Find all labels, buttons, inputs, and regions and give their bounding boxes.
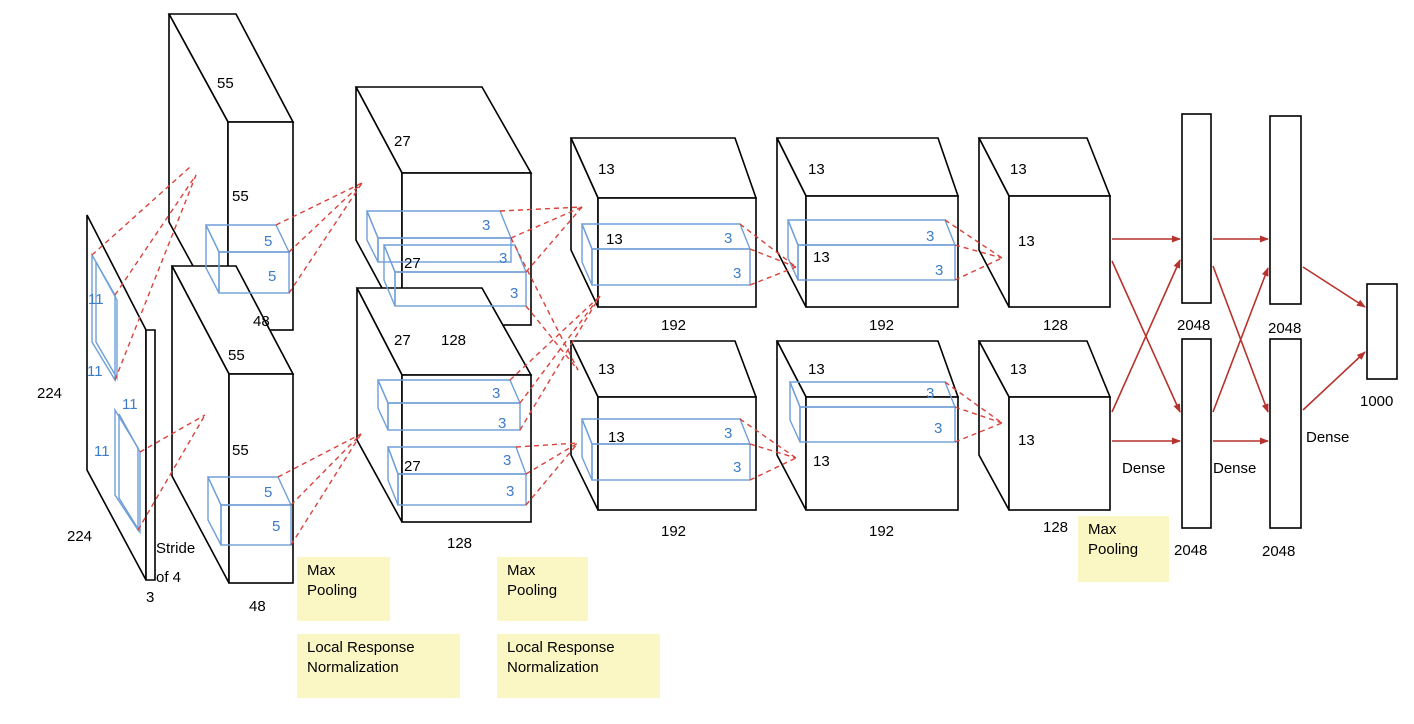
conv3-top-volume: [569, 137, 758, 308]
conv4-top-size-label-2: 13: [813, 249, 830, 266]
conv3-top-size-label-2: 13: [606, 231, 623, 248]
conv2-kernel-label-5: 3: [498, 415, 506, 432]
conv3-kernel-label-2: 3: [733, 265, 741, 282]
conv5-bottom-size-label-2: 13: [1018, 432, 1035, 449]
conv2-top-size-label-3: 27: [394, 332, 411, 349]
conv2-kernel-label-1: 3: [482, 217, 490, 234]
conv1-top-depth-label: 48: [253, 313, 270, 330]
stride-label-line2: of 4: [156, 569, 181, 586]
conv4-bottom-size-label-2: 13: [813, 453, 830, 470]
conv3-top-size-label: 13: [598, 161, 615, 178]
conv5-top-size-label: 13: [1010, 161, 1027, 178]
conv3-bottom-size-label: 13: [598, 361, 615, 378]
dense1-top-size-label: 2048: [1177, 317, 1210, 334]
conv5-top-size-label-2: 13: [1018, 233, 1035, 250]
conv2-top-size-label-2: 27: [404, 255, 421, 272]
conv2-kernel-label-3: 3: [510, 285, 518, 302]
conv4-kernel-label-2: 3: [935, 262, 943, 279]
dense2-top-layer: [1269, 115, 1302, 305]
conv4-kernel-label-4: 3: [934, 420, 942, 437]
input-volume: [86, 214, 156, 581]
input-width-label: 224: [67, 528, 92, 545]
conv2-top-size-label: 27: [394, 133, 411, 150]
dense2-top-size-label: 2048: [1268, 320, 1301, 337]
dense1-bottom-size-label: 2048: [1174, 542, 1207, 559]
conv1-bottom-size-label: 55: [228, 347, 245, 364]
conv4-top-size-label: 13: [808, 161, 825, 178]
note-max-pooling-1: Max Pooling: [297, 557, 390, 621]
conv1-bottom-kernel-label-1: 5: [264, 484, 272, 501]
output-size-label: 1000: [1360, 393, 1393, 410]
conv4-bottom-size-label: 13: [808, 361, 825, 378]
conv3-bottom-size-label-2: 13: [608, 429, 625, 446]
stride-label-line1: Stride: [156, 540, 195, 557]
conv1-top-kernel-label-1: 5: [264, 233, 272, 250]
conv3-top-depth-label: 192: [661, 317, 686, 334]
conv5-top-volume: [977, 137, 1112, 308]
dense1-bottom-layer: [1181, 338, 1212, 529]
dense-label-1: Dense: [1122, 460, 1165, 477]
conv3-kernel-label-1: 3: [724, 230, 732, 247]
conv1-bottom-volume: [170, 265, 295, 584]
conv4-bottom-volume: [775, 340, 960, 511]
conv3-kernel-label-3: 3: [724, 425, 732, 442]
dense-label-3: Dense: [1306, 429, 1349, 446]
conv4-bottom-depth-label: 192: [869, 523, 894, 540]
input-kernel-label-1: 11: [88, 291, 104, 308]
conv3-bottom-depth-label: 192: [661, 523, 686, 540]
conv2-top-depth-label: 128: [441, 332, 466, 349]
conv3-bottom-volume: [569, 340, 758, 511]
conv2-bottom-volume: [355, 287, 533, 523]
input-kernel-label-4: 11: [94, 443, 110, 460]
dense2-bottom-layer: [1269, 338, 1302, 529]
conv5-bottom-volume: [977, 340, 1112, 511]
note-lrn-2: Local Response Normalization: [497, 634, 660, 698]
dense2-bottom-size-label: 2048: [1262, 543, 1295, 560]
conv4-kernel-label-1: 3: [926, 228, 934, 245]
conv1-bottom-kernel-label-2: 5: [272, 518, 280, 535]
note-max-pooling-3: Max Pooling: [1078, 516, 1169, 582]
dense1-top-layer: [1181, 113, 1212, 304]
input-depth-label: 3: [146, 589, 154, 606]
projection-lines: [91, 166, 1003, 546]
conv4-top-volume: [775, 137, 960, 308]
input-kernel-label-3: 11: [122, 396, 138, 413]
conv1-top-size-label-2: 55: [232, 188, 249, 205]
input-height-label: 224: [37, 385, 62, 402]
conv5-bottom-size-label: 13: [1010, 361, 1027, 378]
conv2-kernel-label-7: 3: [506, 483, 514, 500]
conv2-kernel-label-6: 3: [503, 452, 511, 469]
conv2-bottom-depth-label: 128: [447, 535, 472, 552]
conv2-kernel-label-2: 3: [499, 250, 507, 267]
conv4-top-depth-label: 192: [869, 317, 894, 334]
conv5-top-depth-label: 128: [1043, 317, 1068, 334]
conv5-bottom-depth-label: 128: [1043, 519, 1068, 536]
input-kernel-label-2: 11: [87, 363, 103, 380]
dense-label-2: Dense: [1213, 460, 1256, 477]
output-layer: [1366, 283, 1398, 380]
conv2-bottom-size-label: 27: [404, 458, 421, 475]
conv1-top-size-label: 55: [217, 75, 234, 92]
conv2-kernel-label-4: 3: [492, 385, 500, 402]
conv1-bottom-size-label-2: 55: [232, 442, 249, 459]
conv1-bottom-depth-label: 48: [249, 598, 266, 615]
conv3-kernel-label-4: 3: [733, 459, 741, 476]
conv1-top-kernel-label-2: 5: [268, 268, 276, 285]
conv4-kernel-label-3: 3: [926, 385, 934, 402]
dense-connections: [1111, 235, 1366, 445]
note-lrn-1: Local Response Normalization: [297, 634, 460, 698]
note-max-pooling-2: Max Pooling: [497, 557, 588, 621]
